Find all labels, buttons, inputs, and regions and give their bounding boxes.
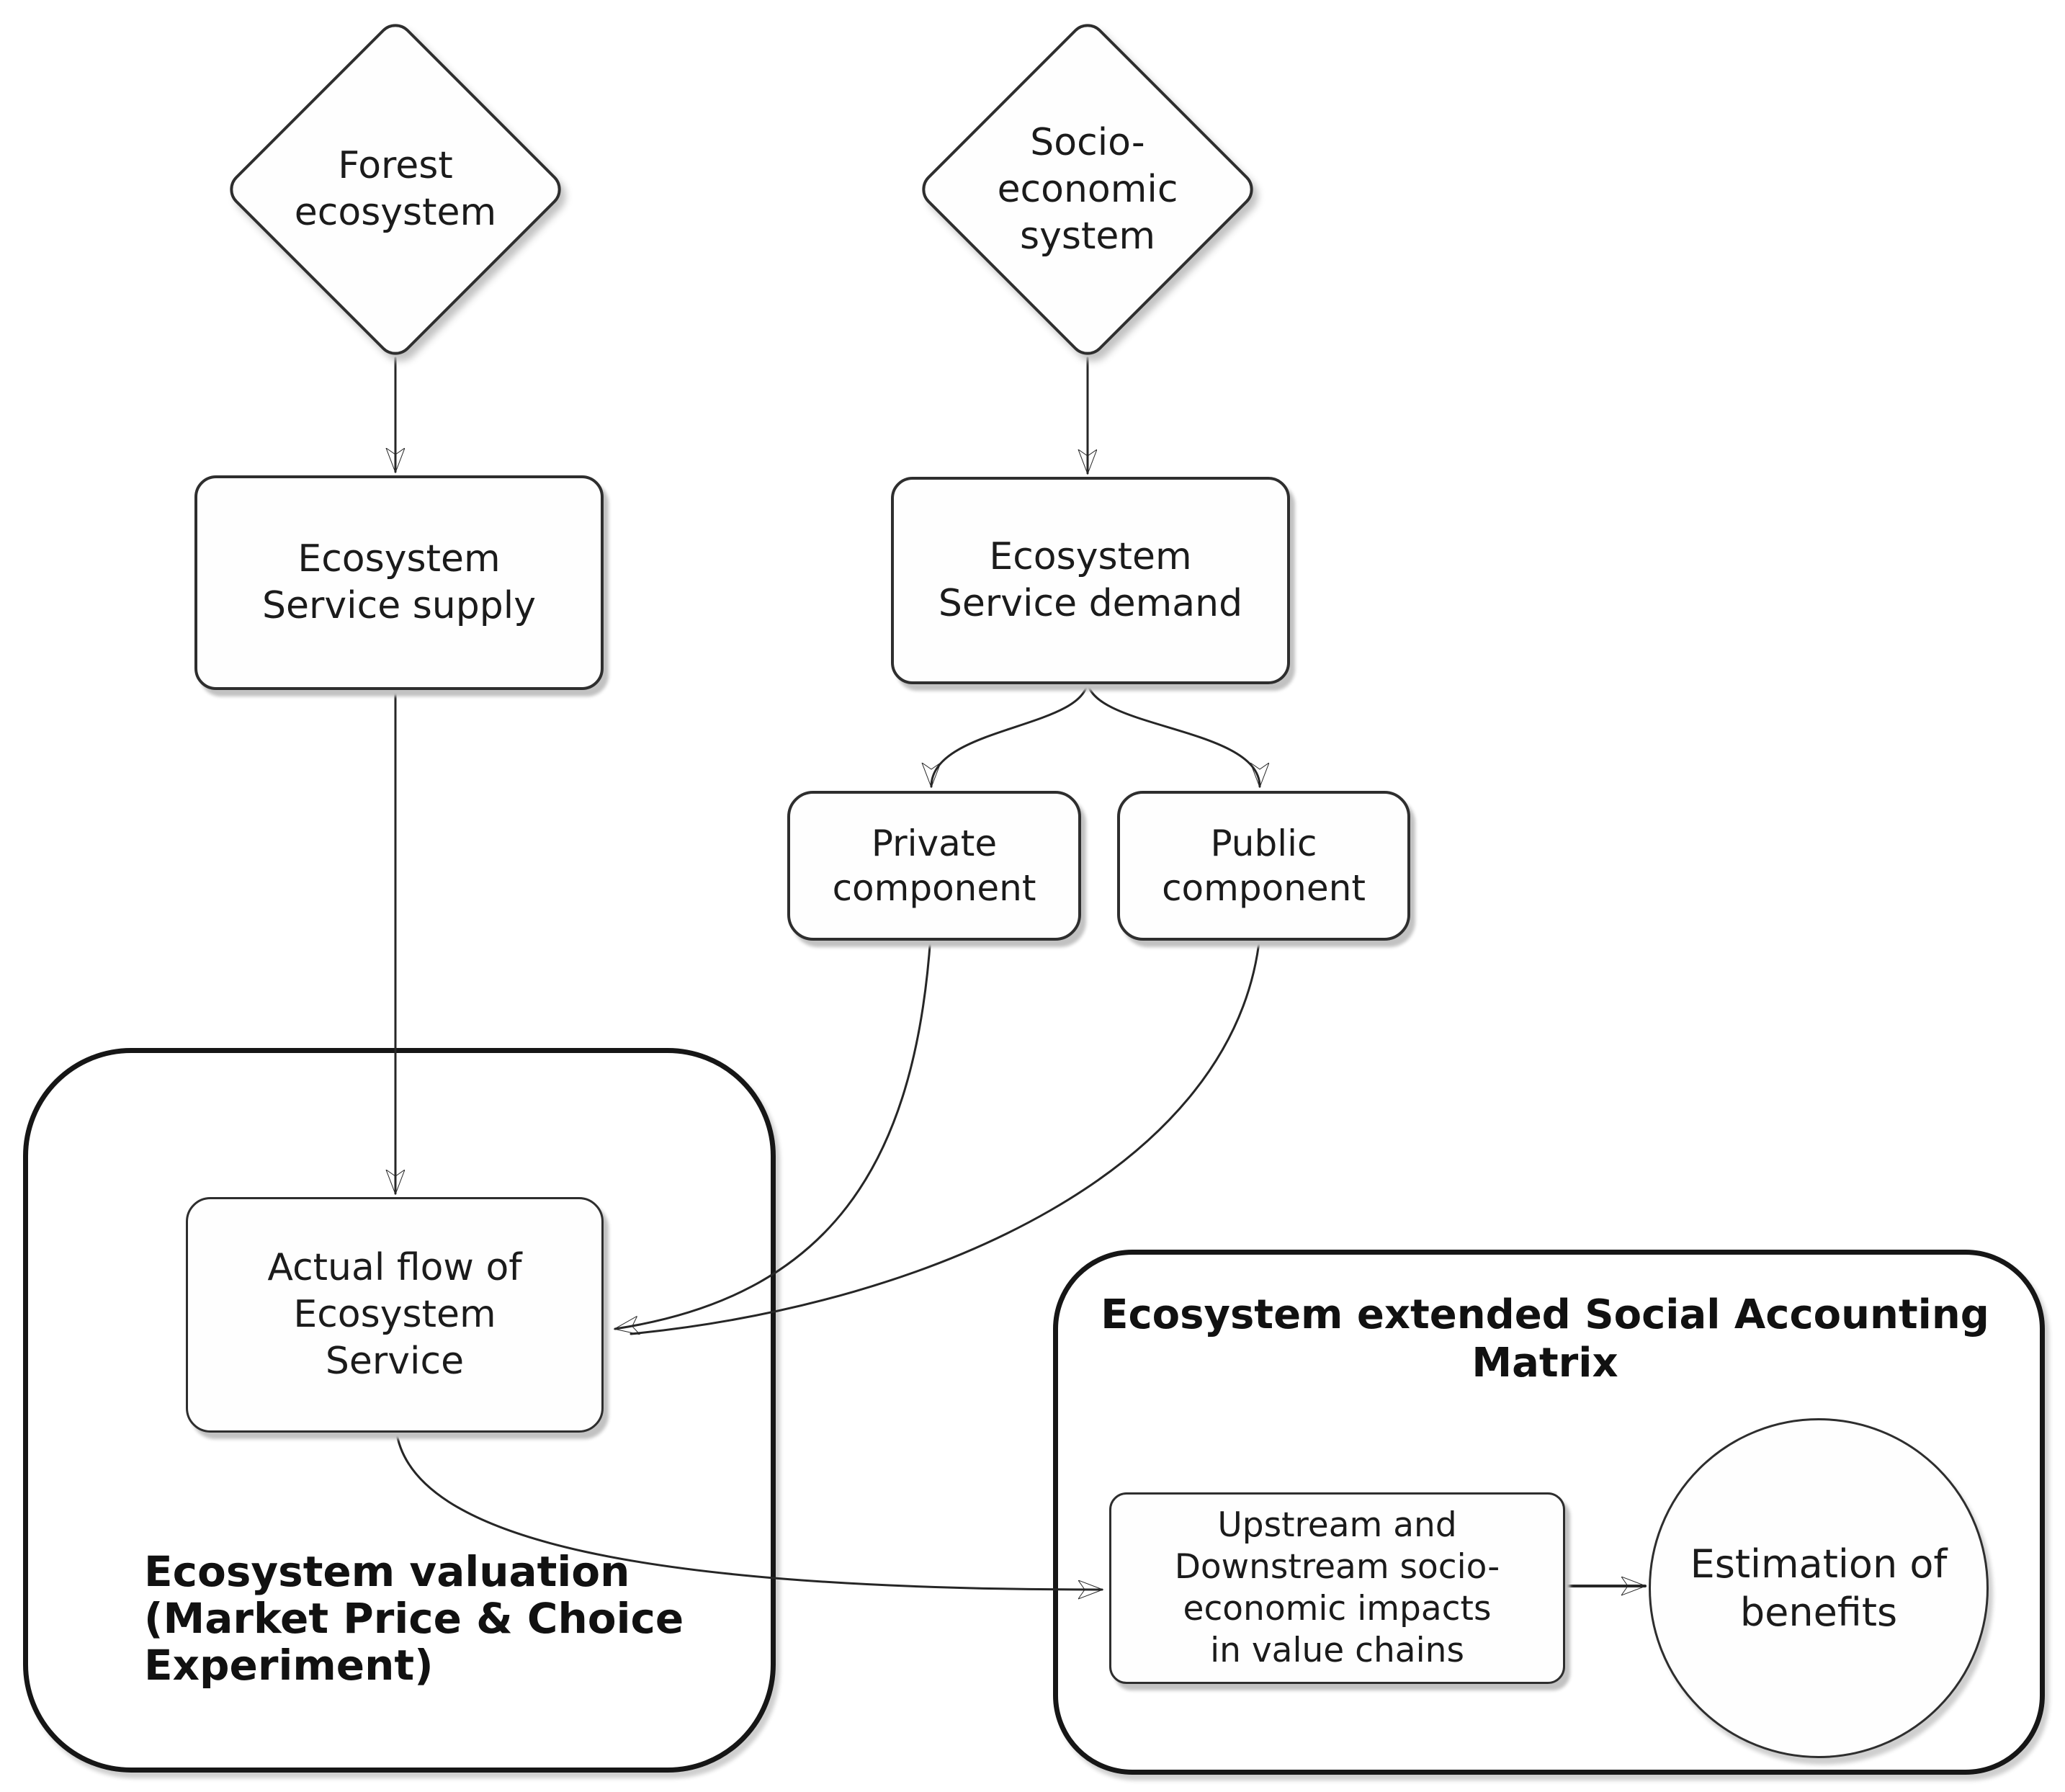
socio-economic-system-node: Socio- economic system: [914, 16, 1261, 363]
upstream-downstream-impacts-label: Upstream and Downstream socio- economic …: [1174, 1505, 1500, 1670]
forest-ecosystem-node: Forest ecosystem: [222, 16, 569, 363]
arrow-demand-to-public: [1086, 678, 1260, 787]
estimation-of-benefits-label: Estimation of benefits: [1690, 1541, 1948, 1636]
arrow-demand-to-private: [931, 678, 1089, 787]
ecosystem-service-supply-node: Ecosystem Service supply: [194, 475, 604, 690]
ecosystem-service-supply-label: Ecosystem Service supply: [262, 537, 536, 627]
upstream-downstream-impacts-node: Upstream and Downstream socio- economic …: [1109, 1492, 1565, 1684]
actual-flow-label: Actual flow of Ecosystem Service: [267, 1246, 522, 1383]
actual-flow-node: Actual flow of Ecosystem Service: [186, 1197, 604, 1433]
private-component-node: Private component: [787, 791, 1081, 941]
social-accounting-matrix-title: Ecosystem extended Social Accounting Mat…: [1101, 1291, 1989, 1387]
ecosystem-valuation-label: Ecosystem valuation (Market Price & Choi…: [144, 1547, 684, 1690]
private-component-label: Private component: [832, 822, 1036, 910]
forest-ecosystem-label: Forest ecosystem: [294, 144, 497, 234]
public-component-label: Public component: [1162, 822, 1366, 910]
ecosystem-service-demand-label: Ecosystem Service demand: [938, 535, 1243, 625]
public-component-node: Public component: [1117, 791, 1410, 941]
ecosystem-valuation-container: [23, 1048, 776, 1773]
ecosystem-service-demand-node: Ecosystem Service demand: [891, 477, 1290, 684]
estimation-of-benefits-node: Estimation of benefits: [1649, 1418, 1989, 1758]
socio-economic-system-label: Socio- economic system: [997, 120, 1178, 258]
